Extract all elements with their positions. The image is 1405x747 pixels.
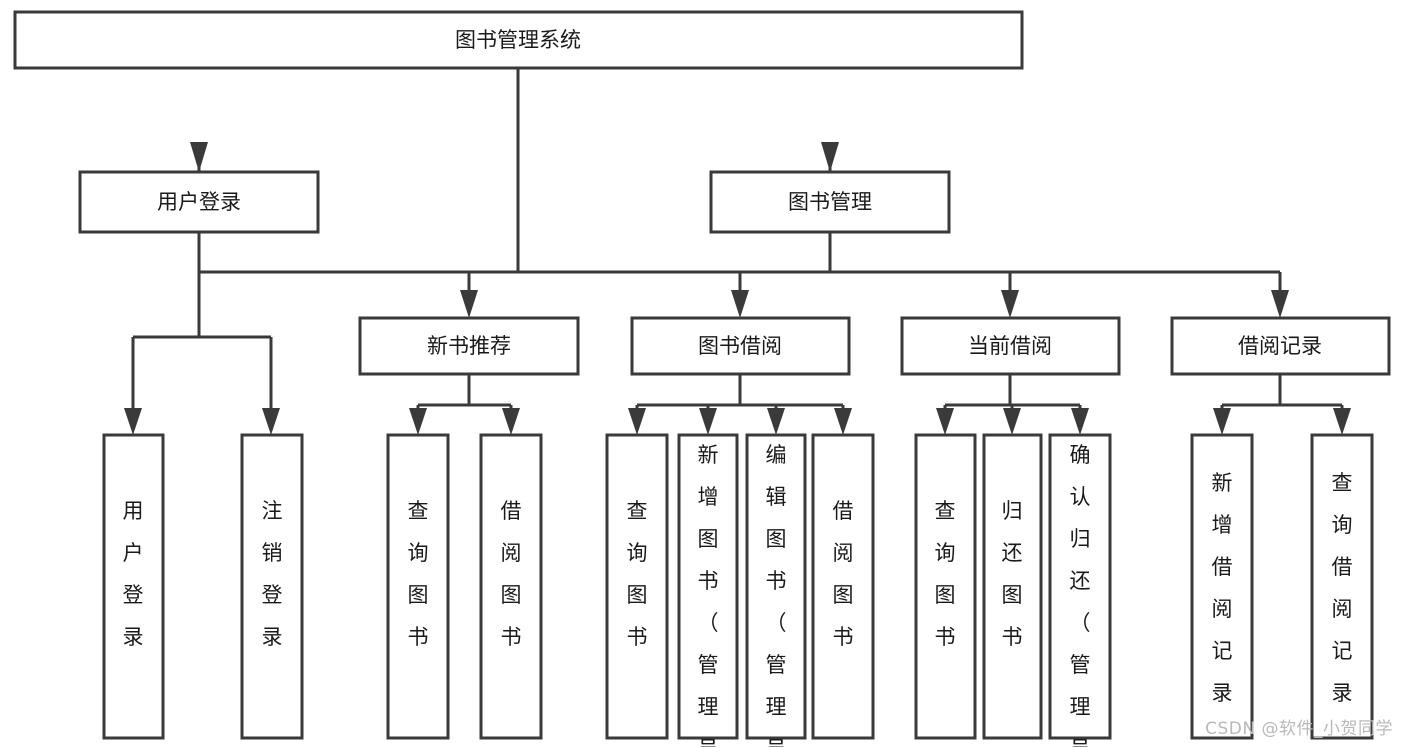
leaf-current-borrow-1-label: 查询图书	[935, 499, 956, 649]
node-root-label: 图书管理系统	[455, 28, 581, 52]
leaf-book-borrow-3-box[interactable]	[745, 433, 807, 740]
arrow-to-user-login	[190, 142, 208, 172]
leaf-user-login-2[interactable]: 注销登录	[240, 433, 304, 740]
node-user-login[interactable]: 用户登录	[78, 170, 320, 234]
leaf-user-login-2-label: 注销登录	[262, 499, 283, 649]
arrow-book-borrow-leaf-2	[699, 408, 717, 435]
arrow-to-new-book	[460, 290, 478, 318]
leaf-user-login-2-box[interactable]	[240, 433, 304, 740]
node-current-borrow-box[interactable]	[900, 316, 1121, 376]
leaf-book-borrow-1-label: 查询图书	[627, 499, 648, 649]
leaf-borrow-record-2[interactable]: 查询借阅记录	[1310, 433, 1374, 740]
leaf-current-borrow-2-label: 归还图书	[1002, 499, 1023, 649]
leaf-book-borrow-2-label: 新增图书（管理员）	[698, 443, 719, 747]
arrow-book-borrow-leaf-4	[834, 408, 852, 435]
leaf-new-book-2-label: 借阅图书	[501, 499, 522, 649]
leaf-current-borrow-2-box[interactable]	[982, 433, 1043, 740]
leaf-borrow-record-1-label: 新增借阅记录	[1212, 471, 1233, 705]
leaf-user-login-1-label: 用户登录	[123, 499, 144, 649]
leaf-current-borrow-3-label: 确认归还（管理员）	[1070, 443, 1091, 747]
arrow-to-current-borrow	[1001, 290, 1019, 318]
leaf-borrow-record-2-label: 查询借阅记录	[1332, 471, 1353, 705]
arrow-new-book-leaf-1	[409, 408, 427, 435]
leaf-book-borrow-4-label: 借阅图书	[833, 499, 854, 649]
node-new-book-recommend-label: 新书推荐	[427, 334, 511, 358]
node-root-box[interactable]	[13, 10, 1024, 70]
arrow-book-borrow-leaf-1	[628, 408, 646, 435]
leaf-current-borrow-3[interactable]: 确认归还（管理员）	[1048, 433, 1112, 747]
leaf-book-borrow-1-box[interactable]	[605, 433, 669, 740]
node-current-borrow-label: 当前借阅	[968, 334, 1052, 358]
node-new-book-recommend[interactable]: 新书推荐	[358, 316, 580, 376]
leaf-borrow-record-1-box[interactable]	[1190, 433, 1254, 740]
leaf-book-borrow-3-label: 编辑图书（管理员）	[766, 443, 787, 747]
arrow-new-book-leaf-2	[502, 408, 520, 435]
node-new-book-recommend-box[interactable]	[358, 316, 580, 376]
leaf-new-book-2-box[interactable]	[479, 433, 543, 740]
leaf-current-borrow-3-box[interactable]	[1048, 433, 1112, 740]
leaf-user-login-1-box[interactable]	[102, 433, 165, 740]
arrow-user-login-leaf-2	[262, 408, 280, 435]
node-book-manage-label: 图书管理	[788, 190, 872, 214]
arrow-borrow-record-leaf-2	[1333, 408, 1351, 435]
node-book-manage[interactable]: 图书管理	[709, 170, 951, 234]
node-borrow-record-label: 借阅记录	[1238, 334, 1322, 358]
leaf-new-book-1-box[interactable]	[386, 433, 450, 740]
arrow-to-borrow-record	[1271, 290, 1289, 318]
node-current-borrow[interactable]: 当前借阅	[900, 316, 1121, 376]
arrow-book-borrow-leaf-3	[767, 408, 785, 435]
node-borrow-record-box[interactable]	[1170, 316, 1391, 376]
arrow-current-borrow-leaf-1	[936, 408, 954, 435]
leaf-current-borrow-1-box[interactable]	[914, 433, 977, 740]
leaf-user-login-1[interactable]: 用户登录	[102, 433, 165, 740]
node-book-manage-box[interactable]	[709, 170, 951, 234]
leaf-borrow-record-2-box[interactable]	[1310, 433, 1374, 740]
arrow-user-login-leaf-1	[124, 408, 142, 435]
node-book-borrow-label: 图书借阅	[698, 334, 782, 358]
leaf-new-book-1-label: 查询图书	[408, 499, 429, 649]
leaf-current-borrow-1[interactable]: 查询图书	[914, 433, 977, 740]
node-book-borrow-box[interactable]	[630, 316, 851, 376]
leaf-book-borrow-4-box[interactable]	[811, 433, 875, 740]
leaf-book-borrow-1[interactable]: 查询图书	[605, 433, 669, 740]
arrow-to-book-manage	[821, 142, 839, 172]
leaf-book-borrow-2[interactable]: 新增图书（管理员）	[677, 433, 739, 747]
leaf-borrow-record-1[interactable]: 新增借阅记录	[1190, 433, 1254, 740]
node-book-borrow[interactable]: 图书借阅	[630, 316, 851, 376]
leaf-book-borrow-2-box[interactable]	[677, 433, 739, 740]
node-user-login-box[interactable]	[78, 170, 320, 234]
leaf-current-borrow-2[interactable]: 归还图书	[982, 433, 1043, 740]
arrow-current-borrow-leaf-2	[1003, 408, 1021, 435]
arrow-current-borrow-leaf-3	[1071, 408, 1089, 435]
arrow-borrow-record-leaf-1	[1213, 408, 1231, 435]
connector-layer	[124, 68, 1351, 435]
leaf-new-book-2[interactable]: 借阅图书	[479, 433, 543, 740]
leaf-book-borrow-3[interactable]: 编辑图书（管理员）	[745, 433, 807, 747]
leaf-book-borrow-4[interactable]: 借阅图书	[811, 433, 875, 740]
arrow-to-book-borrow	[731, 290, 749, 318]
leaf-new-book-1[interactable]: 查询图书	[386, 433, 450, 740]
node-root[interactable]: 图书管理系统	[13, 10, 1024, 70]
node-user-login-label: 用户登录	[157, 190, 241, 214]
node-borrow-record[interactable]: 借阅记录	[1170, 316, 1391, 376]
